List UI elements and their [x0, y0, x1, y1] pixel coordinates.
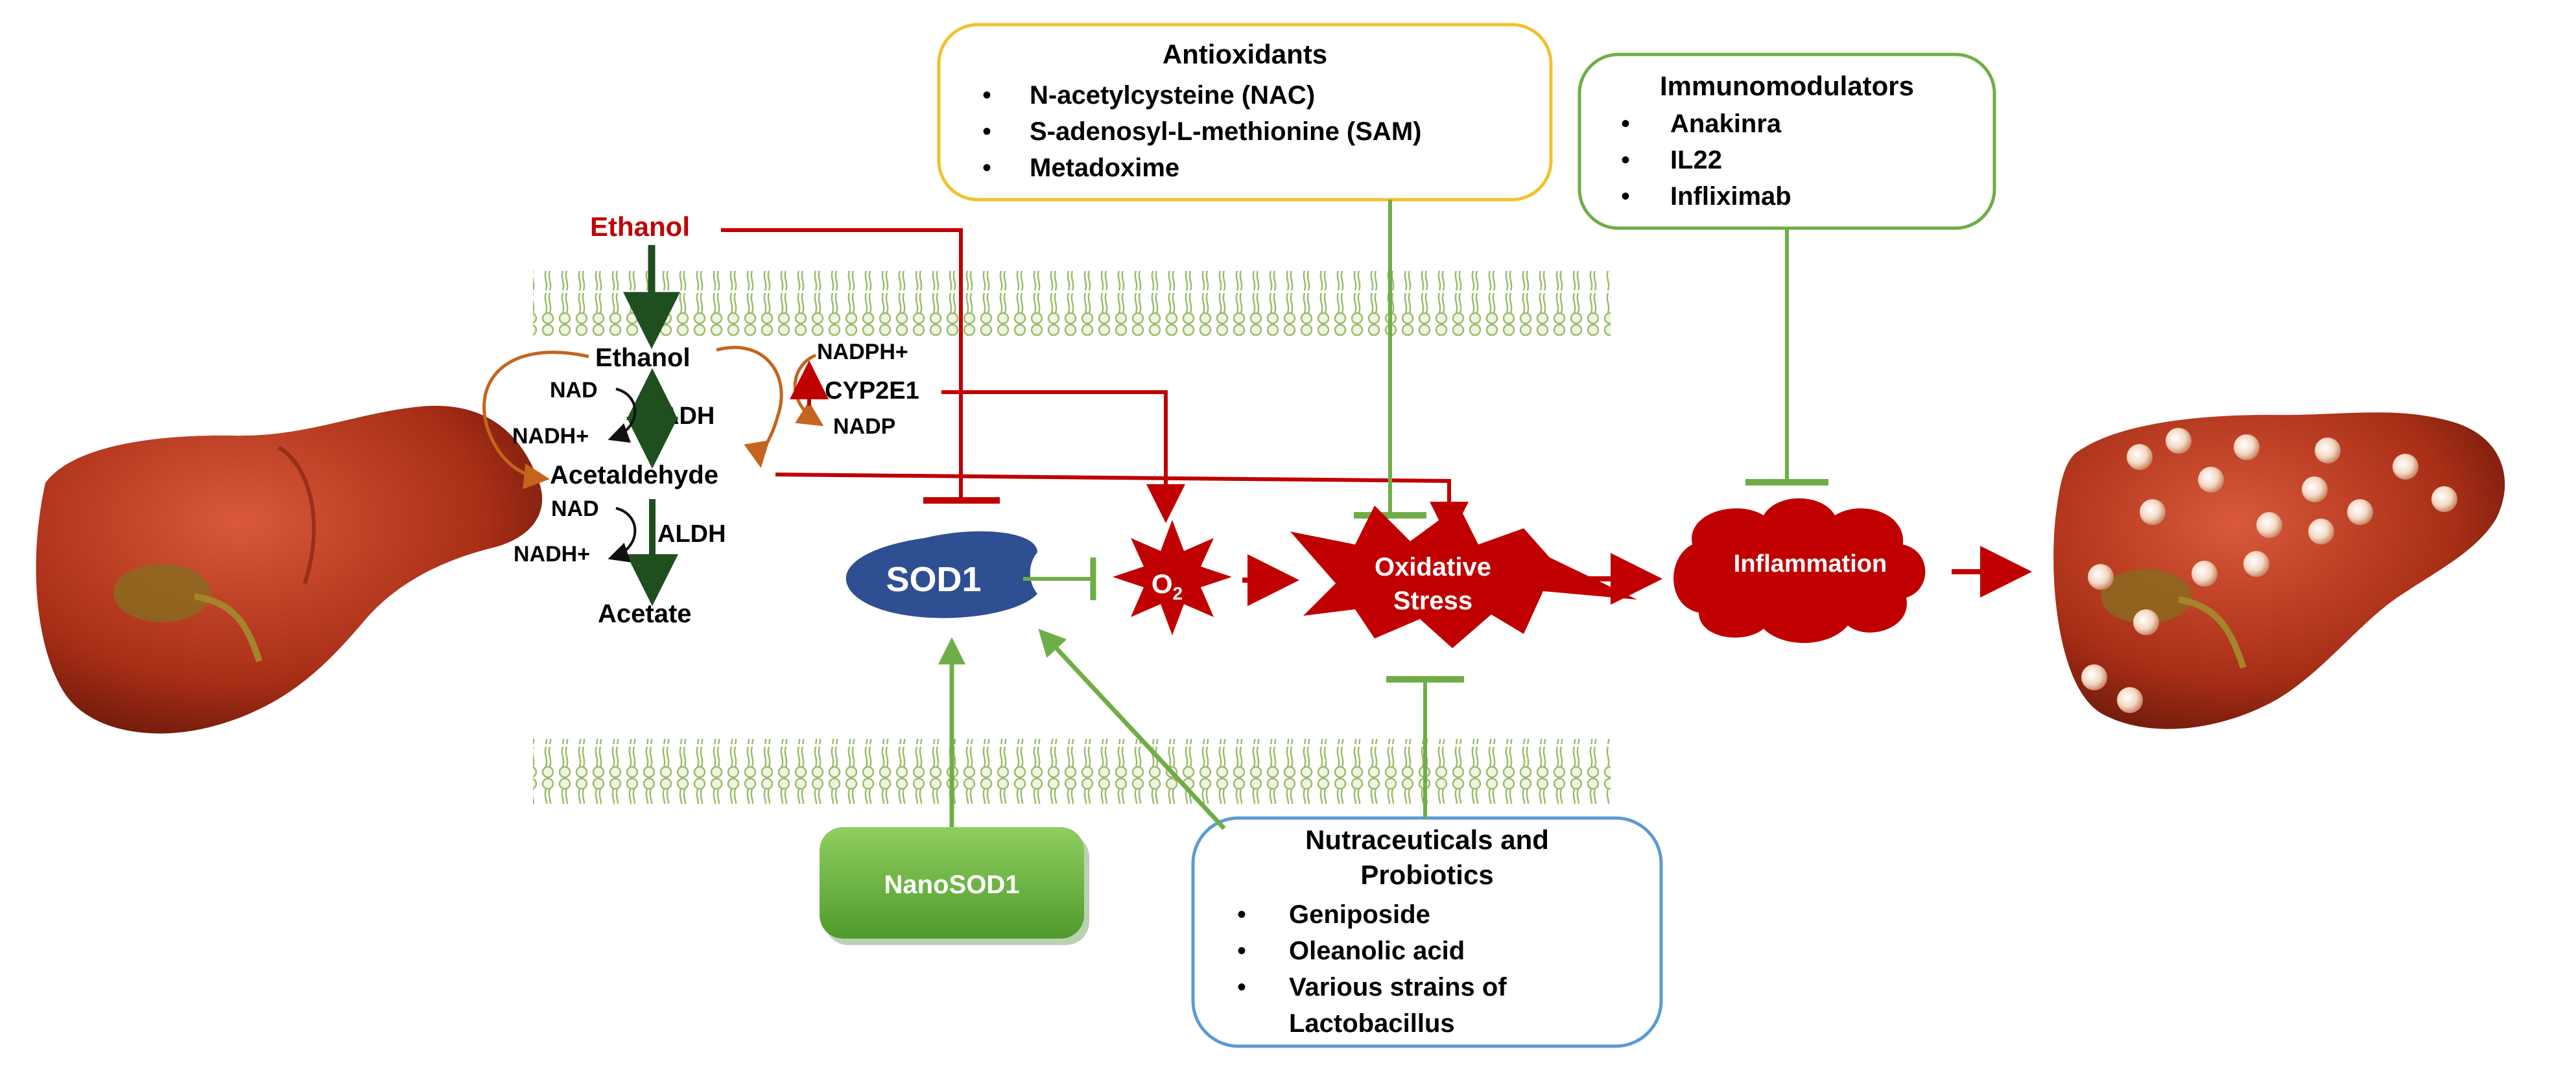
- immunomodulator-item: IL22: [1670, 146, 1722, 174]
- nadh-label: NADH+: [512, 424, 589, 449]
- inflammation-label: Inflammation: [1734, 550, 1887, 578]
- ethanol-outside-label: Ethanol: [590, 211, 690, 242]
- immunomodulator-item: Anakinra: [1670, 110, 1782, 138]
- acetaldehyde-label: Acetaldehyde: [550, 461, 718, 489]
- nadph-label: NADPH+: [817, 340, 908, 364]
- bullet: •: [982, 81, 991, 110]
- bullet: •: [1237, 937, 1246, 965]
- nanosod1-node: NanoSOD1: [820, 827, 1089, 945]
- nutraceutical-item: Geniposide: [1289, 900, 1430, 929]
- bullet: •: [1621, 182, 1630, 211]
- inflammation-node: Inflammation: [1673, 498, 1926, 643]
- nutraceuticals-title: Probiotics: [1360, 860, 1493, 890]
- ethanol-inhibits-sod1: [721, 228, 963, 499]
- bullet: •: [1621, 146, 1630, 174]
- bullet: •: [1237, 900, 1246, 929]
- bullet: •: [982, 117, 991, 146]
- bullet: •: [1621, 110, 1630, 138]
- nadh-label: NADH+: [514, 542, 590, 567]
- bullet: •: [982, 154, 991, 182]
- oxidative-stress-label: Stress: [1393, 587, 1472, 615]
- acetate-label: Acetate: [598, 600, 692, 628]
- bullet: •: [1237, 973, 1246, 1001]
- inflamed-liver-illustration: [2053, 412, 2505, 729]
- cyp2e1-to-o2-arrow: [941, 390, 1185, 523]
- antioxidants-title: Antioxidants: [1163, 39, 1327, 69]
- adh-enzyme-label: ADH: [661, 403, 715, 430]
- cyp2e1-recycle-arrow: [716, 345, 783, 468]
- immunomodulators-title: Immunomodulators: [1660, 71, 1914, 101]
- nad-label: NAD: [550, 378, 598, 403]
- healthy-liver-illustration: [36, 406, 543, 734]
- liver-nodules: [2081, 428, 2457, 713]
- nutraceutical-item: Lactobacillus: [1289, 1009, 1455, 1038]
- nadph-to-nadp-curl: [793, 353, 824, 427]
- nutraceuticals-title: Nutraceuticals and: [1305, 825, 1549, 855]
- oxidative-stress-label: Oxidative: [1375, 553, 1491, 581]
- acetaldehyde-to-oxidative-stress-arrow: [775, 473, 1469, 541]
- sod1-label: SOD1: [886, 560, 981, 599]
- nanosod1-label: NanoSOD1: [884, 871, 1020, 899]
- antioxidant-item: N-acetylcysteine (NAC): [1030, 81, 1315, 110]
- nad-cofactor-curl: [608, 507, 637, 563]
- immunomodulators-box: Immunomodulators • Anakinra • IL22 • Inf…: [1578, 53, 1996, 230]
- nutraceuticals-to-sod1-arrow: [1038, 628, 1226, 830]
- superoxide-o2-node: O2: [1113, 520, 1232, 635]
- nadp-label: NADP: [833, 414, 895, 439]
- antioxidant-item: S-adenosyl-L-methionine (SAM): [1030, 117, 1421, 146]
- nutraceuticals-box: Nutraceuticals and Probiotics • Geniposi…: [1191, 816, 1663, 1048]
- cell-membrane-bottom: [533, 739, 1611, 804]
- oxidative-stress-node: Oxidative Stress: [1290, 506, 1637, 648]
- sod1-node: SOD1: [845, 531, 1037, 618]
- immunomodulator-item: Infliximab: [1670, 182, 1791, 211]
- o2-label: O2: [1152, 568, 1183, 603]
- nutraceutical-item: Oleanolic acid: [1289, 937, 1465, 965]
- nutraceutical-item: Various strains of: [1289, 973, 1507, 1001]
- antioxidant-item: Metadoxime: [1030, 154, 1179, 182]
- cyp2e1-enzyme-label: CYP2E1: [825, 377, 919, 404]
- antioxidants-box: Antioxidants • N-acetylcysteine (NAC) • …: [937, 23, 1553, 202]
- cell-membrane-top: [533, 271, 1611, 336]
- nad-cofactor-curl: [608, 388, 637, 443]
- nad-label: NAD: [551, 497, 599, 521]
- aldh-enzyme-label: ALDH: [657, 521, 726, 548]
- ethanol-inside-label: Ethanol: [595, 344, 691, 372]
- ethanol-recycle-arrow: [482, 351, 589, 489]
